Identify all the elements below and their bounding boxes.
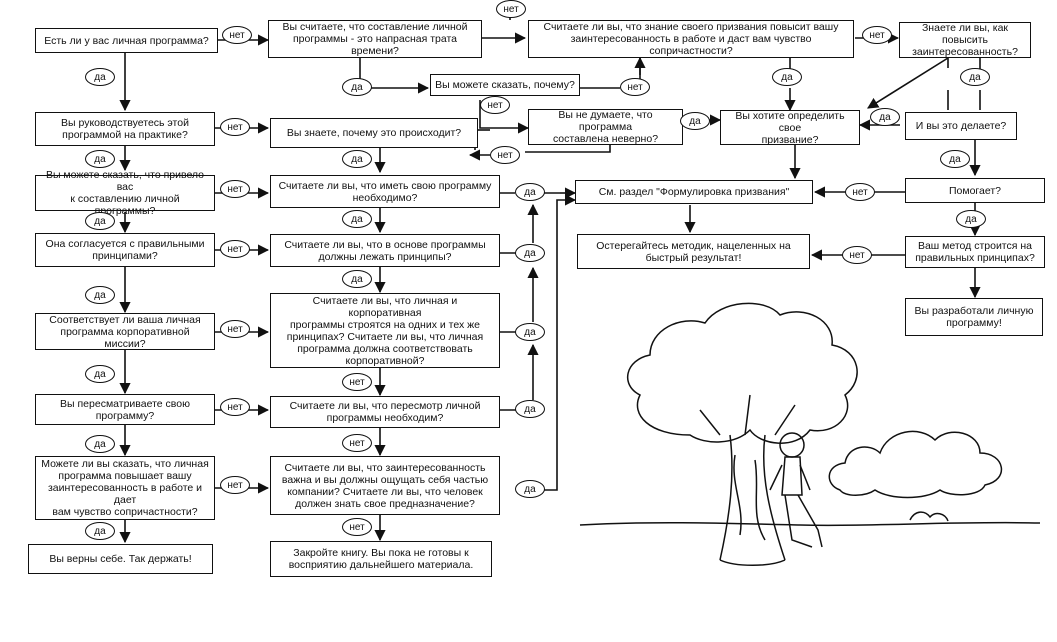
tree-boy-illustration (579, 302, 1041, 566)
node-define-calling: Вы хотите определить свое призвание? (720, 110, 860, 146)
yes-label: да (940, 150, 970, 168)
no-label: нет (342, 434, 372, 452)
node-do-it: И вы это делаете? (905, 112, 1017, 140)
yes-label: да (515, 323, 545, 341)
node-agree-principles: Она согласуется с правильными принципами… (35, 233, 215, 267)
node-waste-time: Вы считаете, что составление личной прог… (268, 20, 482, 58)
yes-label: да (85, 286, 115, 304)
node-close-book: Закройте книгу. Вы пока не готовы к восп… (270, 541, 492, 577)
yes-label: да (515, 244, 545, 262)
node-say-why: Вы можете сказать, почему? (430, 74, 580, 96)
yes-label: да (85, 365, 115, 383)
no-label: нет (220, 180, 250, 198)
yes-label: да (85, 435, 115, 453)
yes-label: да (342, 210, 372, 228)
yes-label: да (515, 183, 545, 201)
no-label: нет (222, 26, 252, 44)
node-how-raise: Знаете ли вы, как повысить заинтересован… (899, 22, 1031, 58)
node-know-why-happens: Вы знаете, почему это происходит? (270, 118, 478, 148)
no-label: нет (220, 118, 250, 136)
yes-label: да (85, 212, 115, 230)
node-made-program: Вы разработали личную программу! (905, 298, 1043, 336)
edge (479, 100, 500, 129)
node-true-self: Вы верны себе. Так держать! (28, 544, 213, 574)
yes-label: да (342, 150, 372, 168)
yes-label: да (772, 68, 802, 86)
yes-label: да (515, 480, 545, 498)
node-corp-mission: Соответствует ли ваша личная программа к… (35, 313, 215, 350)
edge (530, 194, 577, 491)
node-program-wrong: Вы не думаете, что программа составлена … (528, 109, 683, 145)
node-calling-interest: Считаете ли вы, что знание своего призва… (528, 20, 854, 58)
yes-label: да (870, 108, 900, 126)
no-label: нет (220, 398, 250, 416)
no-label: нет (220, 476, 250, 494)
no-label: нет (496, 0, 526, 18)
yes-label: да (85, 68, 115, 86)
yes-label: да (956, 210, 986, 228)
edge (867, 57, 949, 109)
no-label: нет (220, 240, 250, 258)
yes-label: да (342, 78, 372, 96)
no-label: нет (862, 26, 892, 44)
node-interest-important: Считаете ли вы, что заинтересованность в… (270, 456, 500, 515)
boy-figure (769, 432, 823, 548)
no-label: нет (845, 183, 875, 201)
node-say-raises: Можете ли вы сказать, что личная програм… (35, 456, 215, 520)
no-label: нет (342, 518, 372, 536)
node-what-led: Вы можете сказать, что привело вас к сос… (35, 169, 215, 217)
ground-line (579, 521, 1041, 527)
node-need-program: Считаете ли вы, что иметь свою программу… (270, 175, 500, 208)
node-review-needed: Считаете ли вы, что пересмотр личной про… (270, 396, 500, 428)
yes-label: да (342, 270, 372, 288)
yes-label: да (85, 150, 115, 168)
yes-label: да (85, 522, 115, 540)
node-beware: Остерегайтесь методик, нацеленных на быс… (577, 234, 810, 269)
no-label: нет (480, 96, 510, 114)
no-label: нет (620, 78, 650, 96)
tree-canopy (626, 302, 858, 444)
node-helps: Помогает? (905, 178, 1045, 203)
cloud (828, 430, 1003, 499)
node-same-principles: Считаете ли вы, что личная и корпоративн… (270, 293, 500, 368)
edge (525, 145, 611, 153)
edge (947, 58, 981, 110)
yes-label: да (680, 112, 710, 130)
node-method-principles: Ваш метод строится на правильных принцип… (905, 236, 1045, 268)
no-label: нет (220, 320, 250, 338)
no-label: нет (490, 146, 520, 164)
no-label: нет (342, 373, 372, 391)
node-has-program: Есть ли у вас личная программа? (35, 28, 218, 53)
yes-label: да (960, 68, 990, 86)
no-label: нет (842, 246, 872, 264)
node-principles-base: Считаете ли вы, что в основе программы д… (270, 234, 500, 267)
tree-trunk (719, 434, 786, 561)
node-review: Вы пересматриваете свою программу? (35, 394, 215, 425)
node-see-section: См. раздел "Формулировка призвания" (575, 180, 813, 204)
yes-label: да (515, 400, 545, 418)
node-follow-practice: Вы руководствуетесь этой программой на п… (35, 112, 215, 146)
